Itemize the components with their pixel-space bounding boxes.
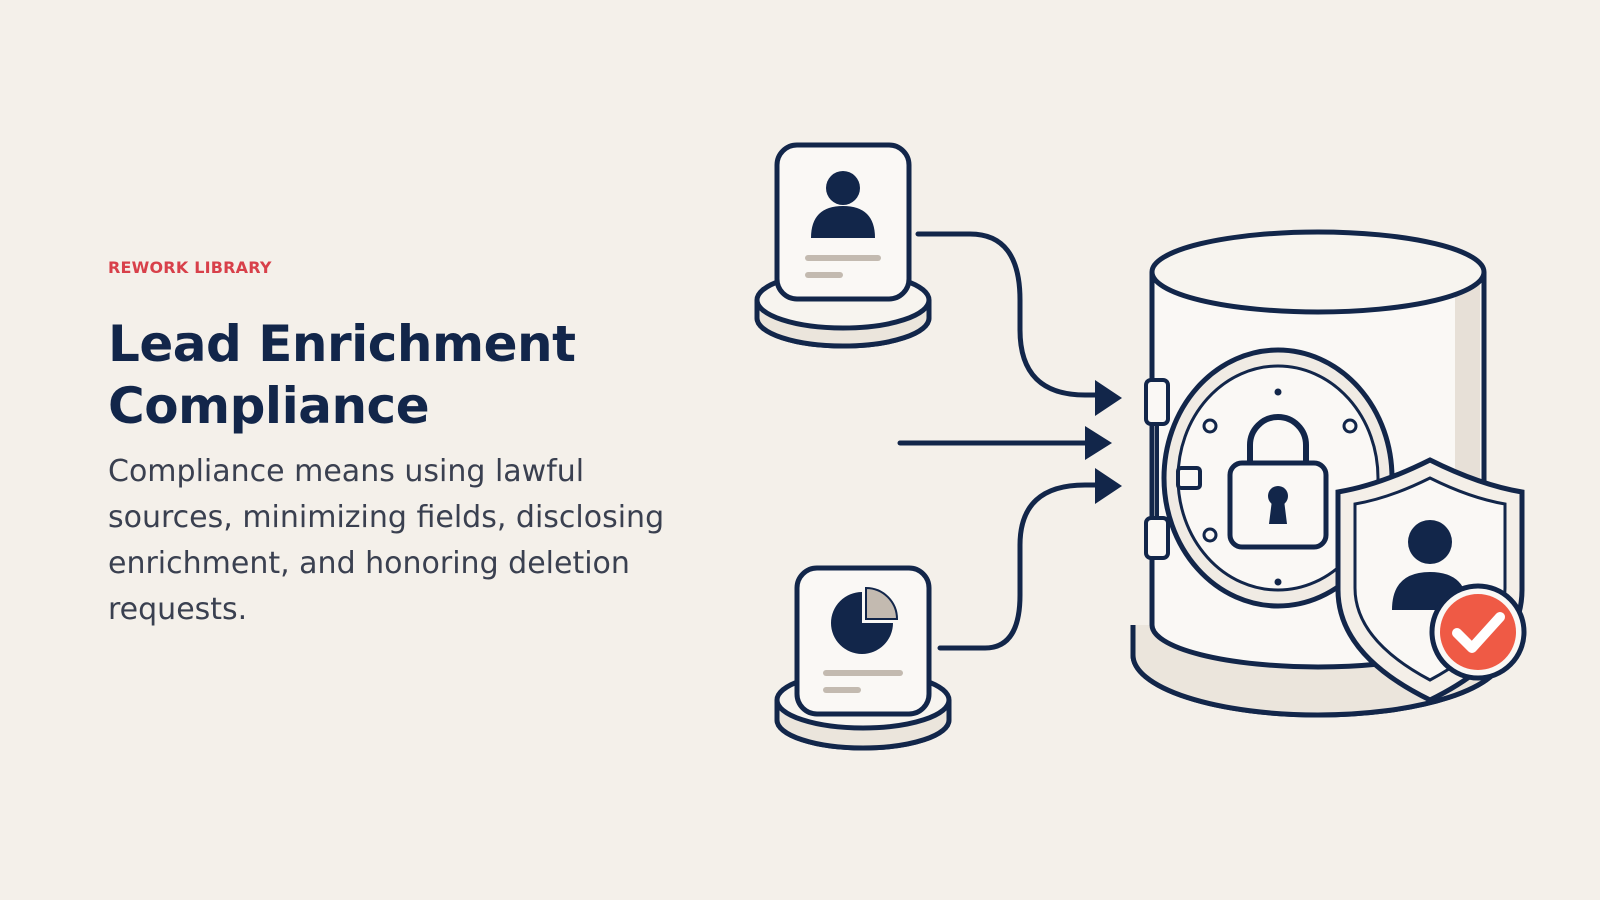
page-title: Lead Enrichment Compliance bbox=[108, 313, 728, 437]
arrowheads bbox=[1085, 380, 1122, 504]
eyebrow-label: REWORK LIBRARY bbox=[108, 258, 272, 277]
description: Compliance means using lawful sources, m… bbox=[108, 454, 665, 627]
arrow-top bbox=[915, 231, 1098, 398]
arrow-bottom bbox=[937, 482, 1098, 651]
arrowhead-top-icon bbox=[1095, 380, 1122, 416]
connector-arrows bbox=[897, 231, 1098, 651]
arrowhead-middle-icon bbox=[1085, 426, 1112, 460]
profile-card-icon bbox=[754, 142, 932, 349]
compliance-illustration bbox=[754, 142, 1527, 751]
checkmark-badge-icon bbox=[1429, 583, 1527, 681]
padlock-icon bbox=[1227, 414, 1329, 550]
pie-chart-card-icon bbox=[774, 565, 952, 751]
title-line-2: Compliance bbox=[108, 377, 430, 435]
arrowhead-bottom-icon bbox=[1095, 468, 1122, 504]
text-block: REWORK LIBRARY Lead Enrichment Complianc… bbox=[108, 258, 728, 633]
title-line-1: Lead Enrichment bbox=[108, 315, 576, 373]
